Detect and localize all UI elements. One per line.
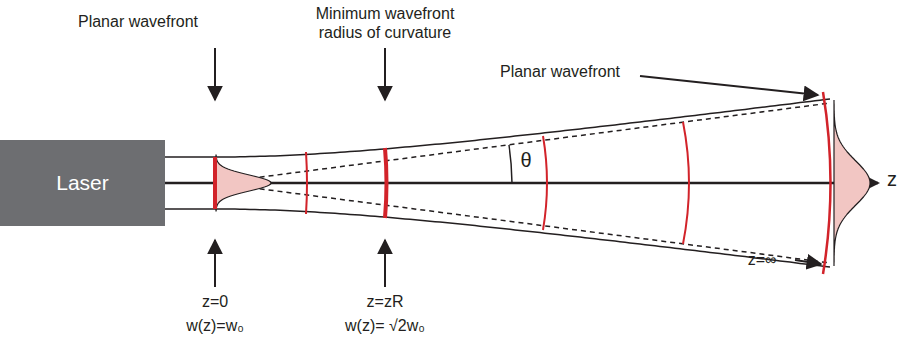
annotation-label: w(z)= √2w₀ <box>305 316 465 335</box>
pointer-arrow <box>214 240 216 287</box>
annotation-label: w(z)=w₀ <box>135 316 295 335</box>
annotation-label: Planar wavefront <box>475 62 645 81</box>
annotation-label: z <box>882 170 902 189</box>
pointer-arrow <box>384 240 386 287</box>
gaussian-profile <box>834 100 870 266</box>
annotation-label: z=∞ <box>732 250 792 269</box>
laser-box: Laser <box>0 140 165 226</box>
node-label: Laser <box>56 171 109 195</box>
wavefront <box>306 152 307 214</box>
wavefront <box>543 136 547 230</box>
gaussian-profile <box>216 155 271 211</box>
pointer-arrow <box>384 48 386 100</box>
beam-edge <box>165 209 830 267</box>
pointer-arrow <box>214 48 216 100</box>
wavefront <box>213 157 217 209</box>
beam-edge <box>165 99 830 157</box>
annotation-label: Planar wavefront <box>38 12 238 31</box>
beam-envelope <box>165 99 870 267</box>
angle-arc <box>509 145 512 183</box>
wavefront <box>683 122 689 244</box>
wavefronts <box>215 92 831 274</box>
annotation-label: z=zR <box>325 292 445 311</box>
optical-axis <box>165 182 878 185</box>
annotation-label: Minimum wavefront radius of curvature <box>295 4 475 42</box>
annotation-label: z=0 <box>155 292 275 311</box>
pointer-arrow <box>795 260 821 264</box>
pointer-arrow <box>640 76 818 95</box>
annotation-label: θ <box>511 151 541 170</box>
wavefront <box>823 92 831 274</box>
wavefront <box>385 148 387 218</box>
